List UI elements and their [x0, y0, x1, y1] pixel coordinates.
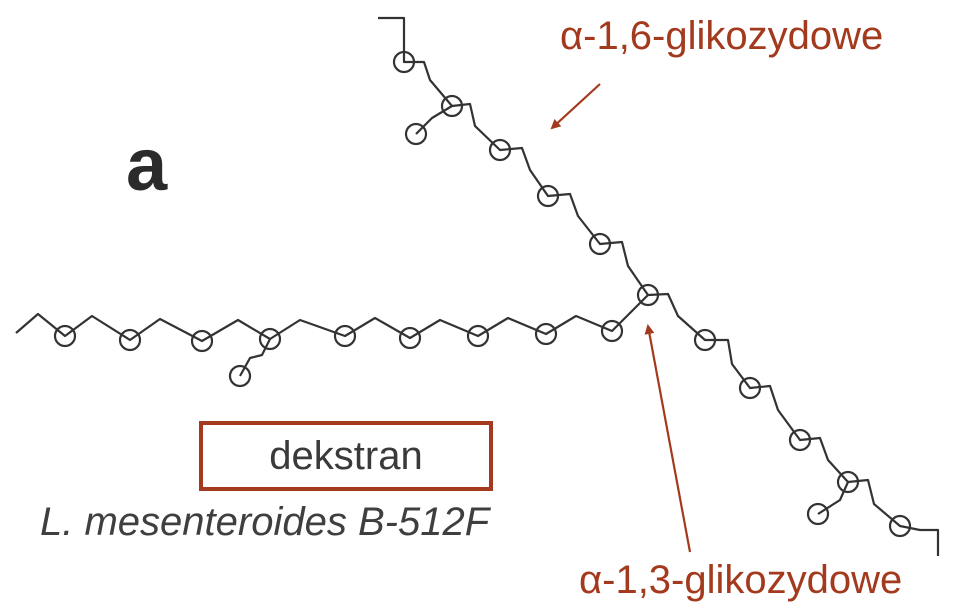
arrow-alpha-1-6 — [550, 83, 601, 130]
glucose-ring — [600, 319, 624, 343]
glucose-ring — [228, 364, 252, 388]
glucose-ring — [258, 327, 282, 351]
glucose-ring — [392, 50, 416, 74]
glucose-ring — [636, 283, 660, 307]
glucose-ring — [738, 376, 762, 400]
glucose-ring — [588, 232, 612, 256]
alpha-1-3-bond-label: α-1,3-glikozydowe — [579, 558, 903, 602]
glucose-ring — [333, 324, 357, 348]
glucose-ring — [536, 184, 560, 208]
diagonal-chain — [378, 16, 940, 556]
glucose-ring — [693, 328, 717, 352]
glucose-ring — [190, 329, 214, 353]
polymer-name: dekstran — [269, 434, 423, 478]
glucose-ring — [788, 428, 812, 452]
glucose-ring — [888, 514, 912, 538]
diagonal-side-branch-2 — [817, 481, 850, 515]
polymer-name-box: dekstran — [199, 421, 493, 491]
strain-name: L. mesenteroides B-512F — [40, 500, 490, 544]
alpha-1-6-bond-label: α-1,6-glikozydowe — [560, 14, 884, 58]
glucose-ring — [398, 326, 422, 350]
main-chain — [15, 294, 649, 388]
glucose-ring — [534, 322, 558, 346]
diagonal-side-branch-1 — [415, 105, 453, 135]
main-chain-rings — [53, 319, 624, 388]
main-chain-branch-bond — [239, 338, 271, 377]
glucose-ring — [806, 502, 830, 526]
glucose-ring — [440, 94, 464, 118]
glucose-ring — [53, 324, 77, 348]
panel-letter: a — [126, 123, 168, 206]
glucose-ring — [836, 470, 860, 494]
glucose-ring — [404, 122, 428, 146]
glucose-ring — [118, 328, 142, 352]
main-chain-bonds — [15, 294, 649, 343]
glucose-ring — [466, 324, 490, 348]
arrow-alpha-1-3 — [644, 324, 692, 553]
diagonal-chain-rings — [392, 50, 912, 538]
glucose-ring — [488, 138, 512, 162]
